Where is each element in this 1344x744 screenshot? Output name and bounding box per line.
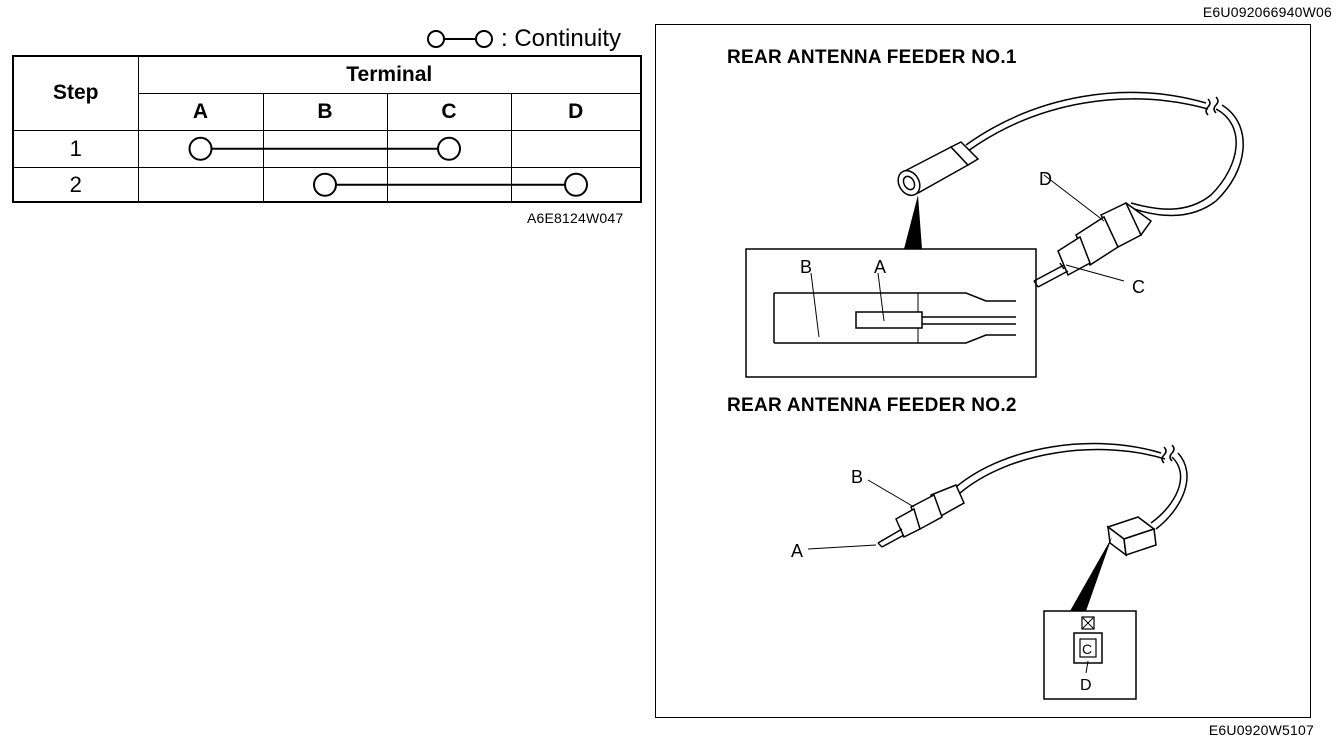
legend-label: : Continuity: [501, 25, 622, 52]
inset1-pointer: [904, 195, 922, 249]
f1-label-d: D: [1039, 169, 1052, 189]
column-header-c: C: [386, 93, 512, 131]
feeder2-inset: [1043, 610, 1137, 700]
step-number: 1: [12, 129, 139, 168]
drawing-code-bottom: E6U0920W5107: [1208, 722, 1314, 738]
terminal-header: Terminal: [137, 55, 642, 94]
feeder2-box-connector: [1106, 516, 1157, 557]
continuity-symbol-icon: [427, 30, 493, 48]
feeder1-cable: [965, 91, 1244, 217]
column-header-a: A: [137, 93, 264, 131]
continuity-terminal-circle: [313, 172, 337, 197]
f2-label-d: D: [1080, 677, 1092, 694]
continuity-terminal-circle: [437, 136, 461, 161]
feeder2-cable: [955, 442, 1188, 530]
step-header: Step: [12, 55, 139, 131]
continuity-legend: : Continuity: [425, 25, 621, 53]
continuity-terminal-circle: [564, 172, 589, 197]
column-header-d: D: [510, 93, 642, 131]
continuity-overlay: [188, 136, 589, 197]
f1-label-a: A: [874, 257, 886, 277]
inset2-pointer: [1070, 537, 1112, 611]
feeder-illustration: B A D C: [745, 91, 1244, 700]
f2-label-a: A: [791, 541, 803, 561]
feeder2-title: REAR ANTENNA FEEDER NO.2: [727, 395, 1017, 416]
table-code: A6E8124W047: [527, 210, 624, 226]
f1-label-b: B: [800, 257, 812, 277]
drawing-code-top: E6U092066940W06: [1202, 4, 1332, 20]
feeder1-inset: [745, 248, 1037, 378]
continuity-terminal-circle: [188, 136, 213, 161]
feeder1-title: REAR ANTENNA FEEDER NO.1: [727, 47, 1017, 68]
f2-label-c: C: [1082, 641, 1092, 657]
feeder1-plug: [1033, 201, 1153, 288]
diagram-panel: REAR ANTENNA FEEDER NO.1 REAR ANTENNA FE…: [655, 24, 1311, 718]
feeder1-socket: [897, 141, 980, 197]
step-number: 2: [12, 167, 139, 203]
f1-label-c: C: [1132, 277, 1145, 297]
feeder2-plug: [877, 484, 965, 548]
f2-label-b: B: [851, 467, 863, 487]
